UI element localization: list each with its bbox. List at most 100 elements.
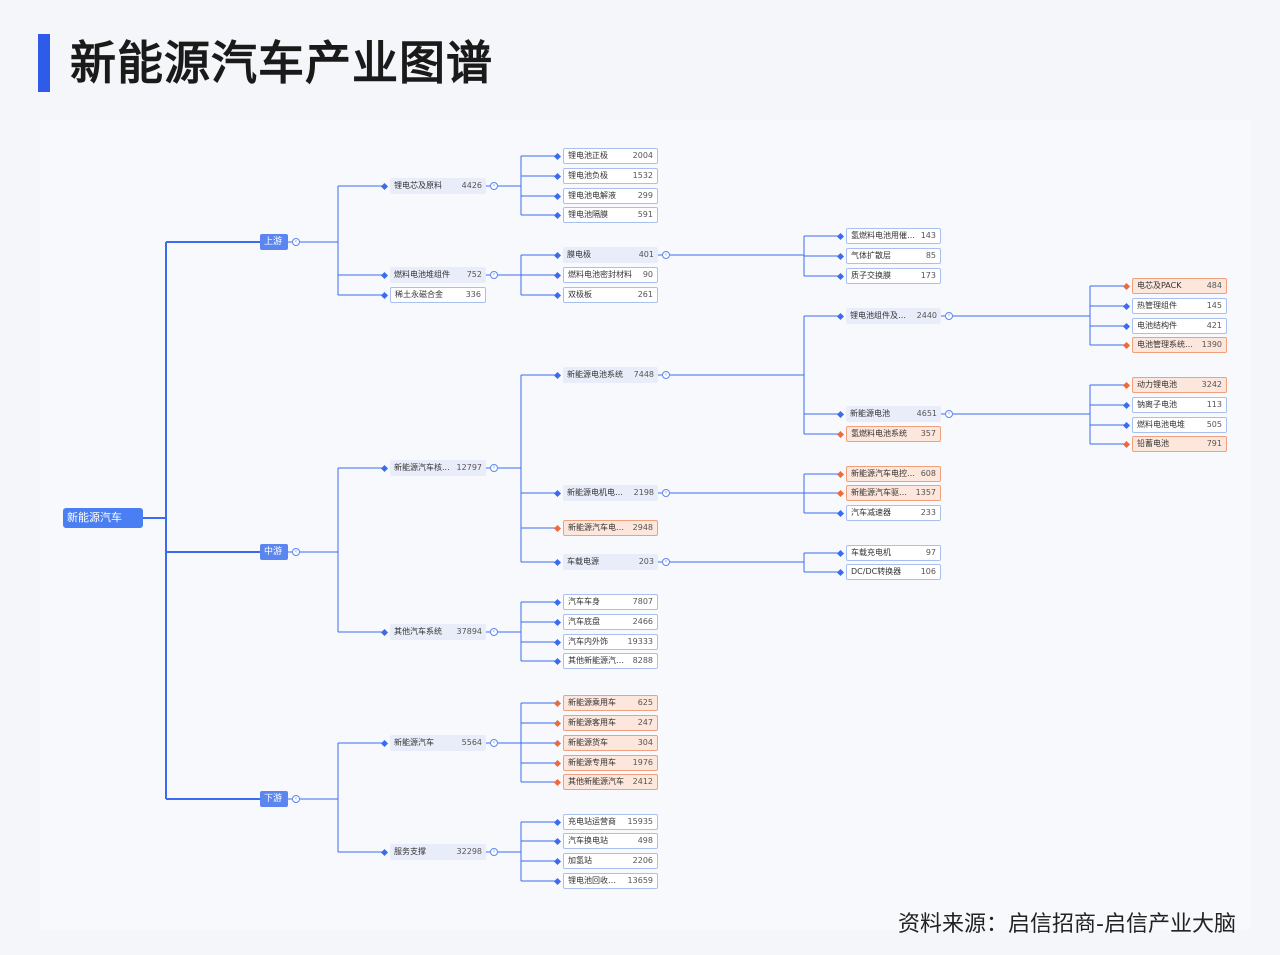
category-node[interactable]: 中游: [260, 544, 288, 560]
node-label: 其他新能源汽车...: [568, 656, 629, 665]
leaf-node[interactable]: 其他新能源汽车...8288: [563, 653, 658, 669]
leaf-node[interactable]: 新能源汽车电子...2948: [563, 520, 658, 536]
leaf-node[interactable]: 燃料电池密封材料 90: [563, 267, 658, 283]
node-count: 233: [920, 508, 936, 517]
category-node[interactable]: 新能源汽车核... 12797: [390, 460, 486, 476]
collapse-toggle-icon[interactable]: ‹: [292, 548, 300, 556]
node-label: 其他汽车系统: [394, 627, 442, 636]
node-count: 8288: [632, 656, 653, 665]
node-label: DC/DC转换器: [851, 567, 902, 576]
collapse-toggle-icon[interactable]: ‹: [490, 271, 498, 279]
node-label: 锂电池正极: [568, 151, 608, 160]
node-count: 401: [638, 250, 654, 259]
collapse-toggle-icon[interactable]: ‹: [490, 628, 498, 636]
collapse-toggle-icon[interactable]: ‹: [945, 410, 953, 418]
collapse-toggle-icon[interactable]: ‹: [490, 464, 498, 472]
leaf-node[interactable]: 氢燃料电池用催化...143: [846, 228, 941, 244]
node-count: 113: [1206, 400, 1222, 409]
node-label: 电池结构件: [1137, 321, 1177, 330]
category-node[interactable]: 上游: [260, 234, 288, 250]
leaf-node[interactable]: 新能源汽车驱动...1357: [846, 485, 941, 501]
collapse-toggle-icon[interactable]: ‹: [490, 739, 498, 747]
collapse-toggle-icon[interactable]: ‹: [945, 312, 953, 320]
collapse-toggle-icon[interactable]: ‹: [662, 251, 670, 259]
collapse-toggle-icon[interactable]: ‹: [662, 489, 670, 497]
root-node[interactable]: 新能源汽车: [63, 508, 143, 528]
category-node[interactable]: 下游: [260, 791, 288, 807]
node-label: 动力锂电池: [1137, 380, 1177, 389]
node-label: 新能源专用车: [568, 758, 616, 767]
node-count: 90: [642, 270, 653, 279]
collapse-toggle-icon[interactable]: ‹: [662, 371, 670, 379]
category-node[interactable]: 锂电池组件及系...2440: [846, 308, 941, 324]
collapse-toggle-icon[interactable]: ‹: [490, 848, 498, 856]
node-label: 电芯及PACK: [1137, 281, 1182, 290]
collapse-toggle-icon[interactable]: ‹: [292, 238, 300, 246]
node-label: 上游: [264, 237, 283, 247]
node-label: 车载充电机: [851, 548, 891, 557]
node-count: 12797: [456, 463, 482, 472]
node-label: 电池管理系统（...: [1137, 340, 1198, 349]
node-label: 下游: [264, 794, 283, 804]
leaf-node[interactable]: 新能源汽车电控系...608: [846, 466, 941, 482]
node-count: 336: [465, 290, 481, 299]
node-count: 2198: [633, 488, 654, 497]
leaf-node[interactable]: 电池管理系统（...1390: [1132, 337, 1227, 353]
node-label: 其他新能源汽车: [568, 777, 624, 786]
node-label: 锂电池负极: [568, 171, 608, 180]
collapse-toggle-icon[interactable]: ‹: [662, 558, 670, 566]
node-label: 新能源汽车核...: [394, 463, 450, 472]
node-label: 新能源电池系统: [567, 370, 623, 379]
node-count: 261: [637, 290, 653, 299]
collapse-toggle-icon[interactable]: ‹: [292, 795, 300, 803]
collapse-toggle-icon[interactable]: ‹: [490, 182, 498, 190]
node-label: 新能源电机电控...: [567, 488, 630, 497]
node-count: 4426: [461, 181, 482, 190]
node-count: 299: [637, 191, 653, 200]
leaf-node[interactable]: 锂电池回收利...13659: [563, 873, 658, 889]
category-node[interactable]: 新能源电机电控...2198: [563, 485, 658, 501]
node-label: 汽车换电站: [568, 836, 608, 845]
node-label: 燃料电池密封材料: [568, 270, 632, 279]
node-count: 247: [637, 718, 653, 727]
